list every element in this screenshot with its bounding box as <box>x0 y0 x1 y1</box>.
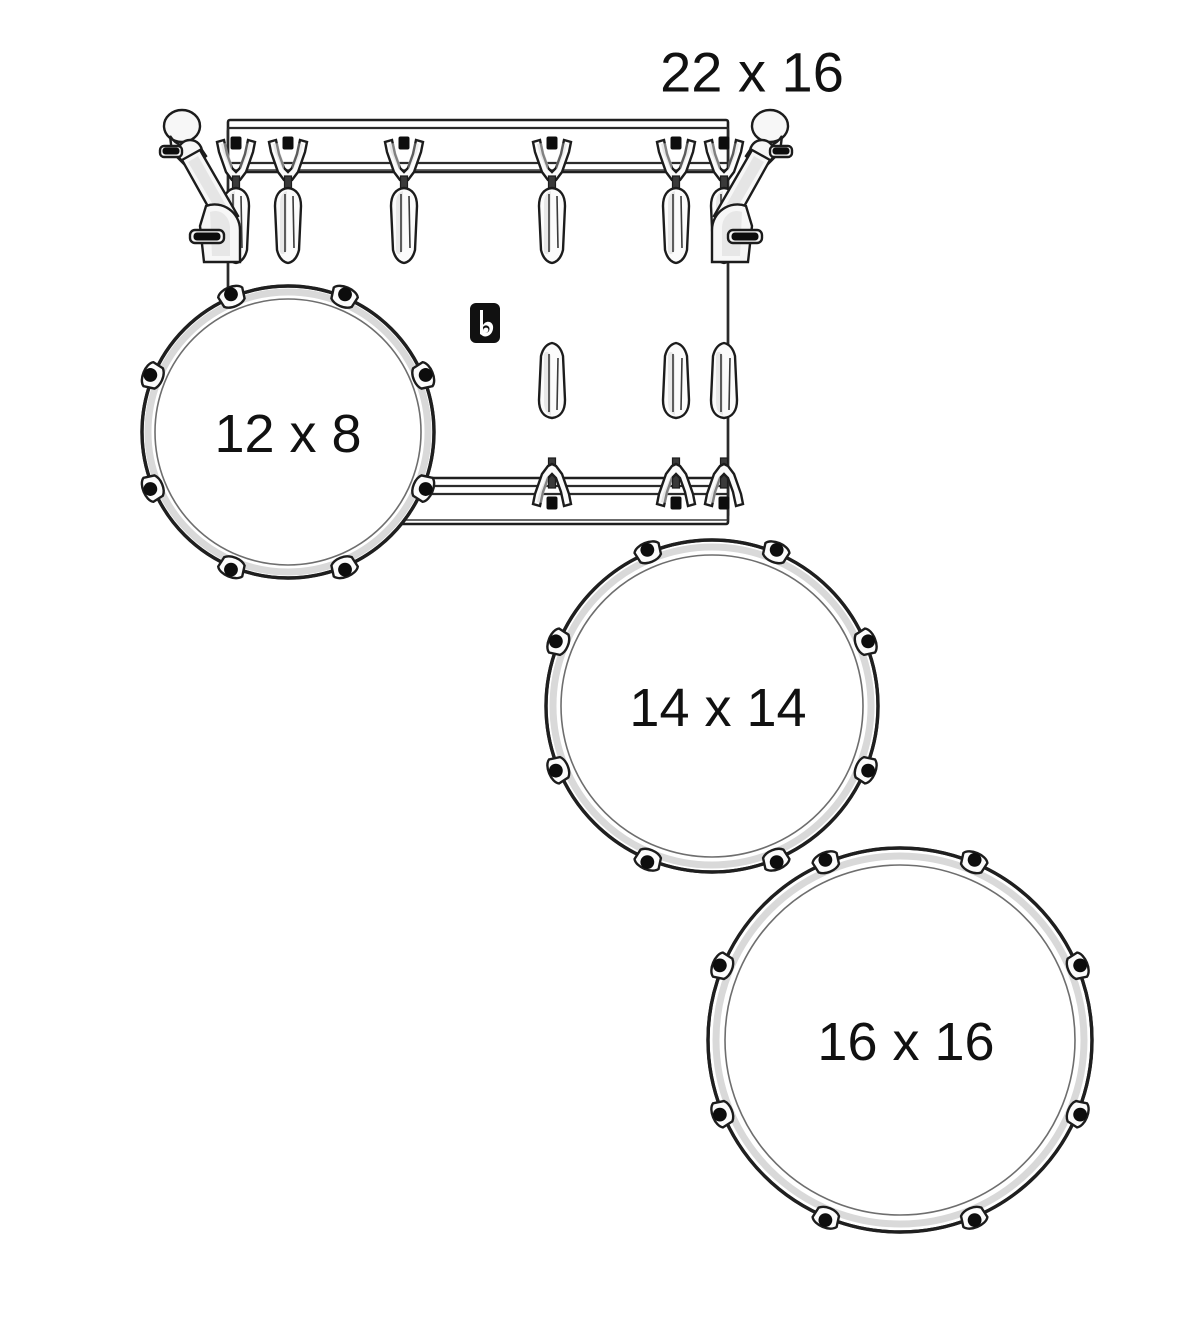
bass-drum-spur-right <box>710 108 794 264</box>
rack-tom-12x8: 12 x 8 <box>137 281 439 583</box>
bass-drum-bottom-lugs <box>531 341 745 511</box>
bass-drum-dimension-label: 22 x 16 <box>660 41 844 104</box>
floor-tom-14x14: 14 x 14 <box>542 536 882 876</box>
floor-tom-16-dimension-label: 16 x 16 <box>817 1012 994 1072</box>
bass-drum-spur-left <box>158 108 242 264</box>
rack-tom-dimension-label: 12 x 8 <box>214 404 361 464</box>
floor-tom-14-dimension-label: 14 x 14 <box>629 678 806 738</box>
floor-tom-16x16: 16 x 16 <box>706 846 1094 1234</box>
brand-badge <box>470 303 500 343</box>
